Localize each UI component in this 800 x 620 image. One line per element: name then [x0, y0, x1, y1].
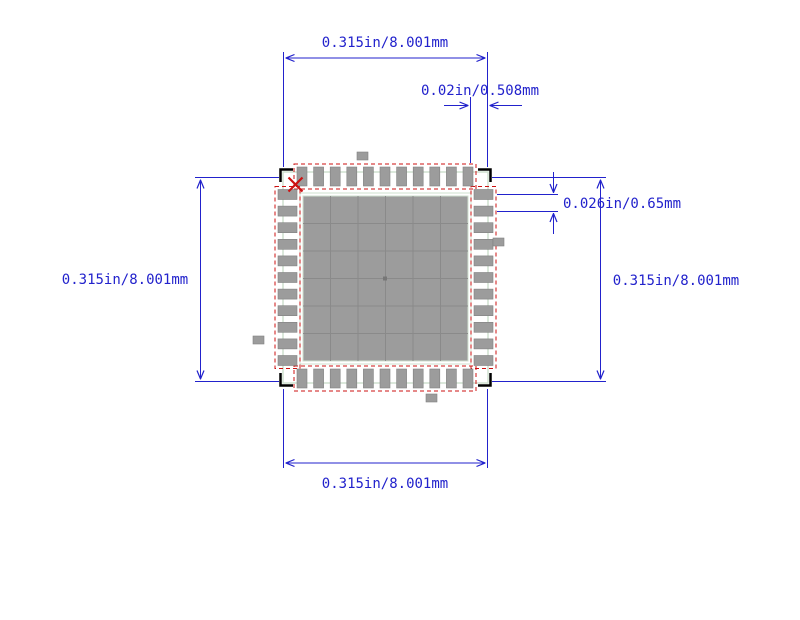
dim-label-pitch: 0.026in/0.65mm: [562, 196, 682, 212]
corner-mark-bottom-right: [478, 373, 492, 387]
pad: [473, 288, 494, 300]
pad: [277, 288, 298, 300]
pin1-marker: [287, 176, 304, 193]
pad: [313, 166, 324, 187]
pad: [363, 368, 374, 389]
pad: [473, 338, 494, 350]
dim-label-top: 0.315in/8.001mm: [321, 35, 449, 51]
pad: [462, 166, 474, 187]
pin1-x-stroke: [287, 176, 304, 193]
courtyard-right: [470, 186, 497, 369]
stray-pad-left: [252, 335, 265, 345]
pads: [277, 166, 494, 389]
pad: [473, 355, 494, 366]
dim-left: [195, 177, 279, 382]
pad: [473, 239, 494, 250]
pad: [429, 368, 441, 389]
stray-pads: [252, 151, 505, 403]
pad: [473, 222, 494, 233]
dim-pad-width: [444, 97, 522, 163]
pad: [396, 368, 407, 389]
courtyard-left: [274, 186, 301, 369]
thermal-pad: [302, 195, 469, 362]
pad: [277, 222, 298, 233]
pad: [346, 368, 358, 389]
pad: [446, 166, 457, 187]
pad: [277, 321, 298, 333]
corner-mark-top-right: [478, 168, 492, 182]
dim-top: [283, 52, 488, 167]
pad: [412, 368, 424, 389]
pad: [363, 166, 374, 187]
courtyard-bottom: [293, 365, 477, 392]
dim-label-pad-width: 0.02in/0.508mm: [420, 83, 540, 99]
pad: [379, 166, 391, 187]
pad: [473, 255, 494, 267]
dim-label-right: 0.315in/8.001mm: [612, 273, 740, 289]
pad: [329, 368, 341, 389]
corner-marks: [279, 168, 492, 387]
pad: [379, 368, 391, 389]
corner-mark-top-left: [279, 168, 293, 182]
pad: [473, 189, 494, 200]
pad: [473, 305, 494, 317]
pad: [296, 368, 308, 389]
dim-label-left: 0.315in/8.001mm: [61, 272, 189, 288]
dim-right: [492, 177, 606, 382]
courtyard-outlines: [274, 163, 497, 392]
pad: [296, 166, 308, 187]
center-mark: [383, 276, 387, 281]
pad: [429, 166, 441, 187]
pad: [346, 166, 358, 187]
pad: [473, 272, 494, 283]
pad: [412, 166, 424, 187]
pad: [313, 368, 324, 389]
dim-bottom: [283, 389, 488, 468]
pad: [446, 368, 457, 389]
stray-pad-top: [356, 151, 369, 161]
pad: [473, 205, 494, 217]
pad: [277, 189, 298, 200]
courtyard-top: [293, 163, 477, 190]
dim-label-bottom: 0.315in/8.001mm: [321, 476, 449, 492]
pad: [277, 239, 298, 250]
pad: [329, 166, 341, 187]
pad: [277, 305, 298, 317]
dimensions: [195, 52, 606, 468]
pad: [396, 166, 407, 187]
dim-pitch: [497, 172, 558, 234]
pad: [277, 355, 298, 366]
pad: [277, 272, 298, 283]
stray-pad-bottom: [425, 393, 438, 403]
pad: [277, 255, 298, 267]
pad: [277, 205, 298, 217]
pad: [473, 321, 494, 333]
pad: [277, 338, 298, 350]
corner-mark-bottom-left: [279, 373, 293, 387]
pad: [462, 368, 474, 389]
stray-pad-right: [492, 237, 505, 247]
